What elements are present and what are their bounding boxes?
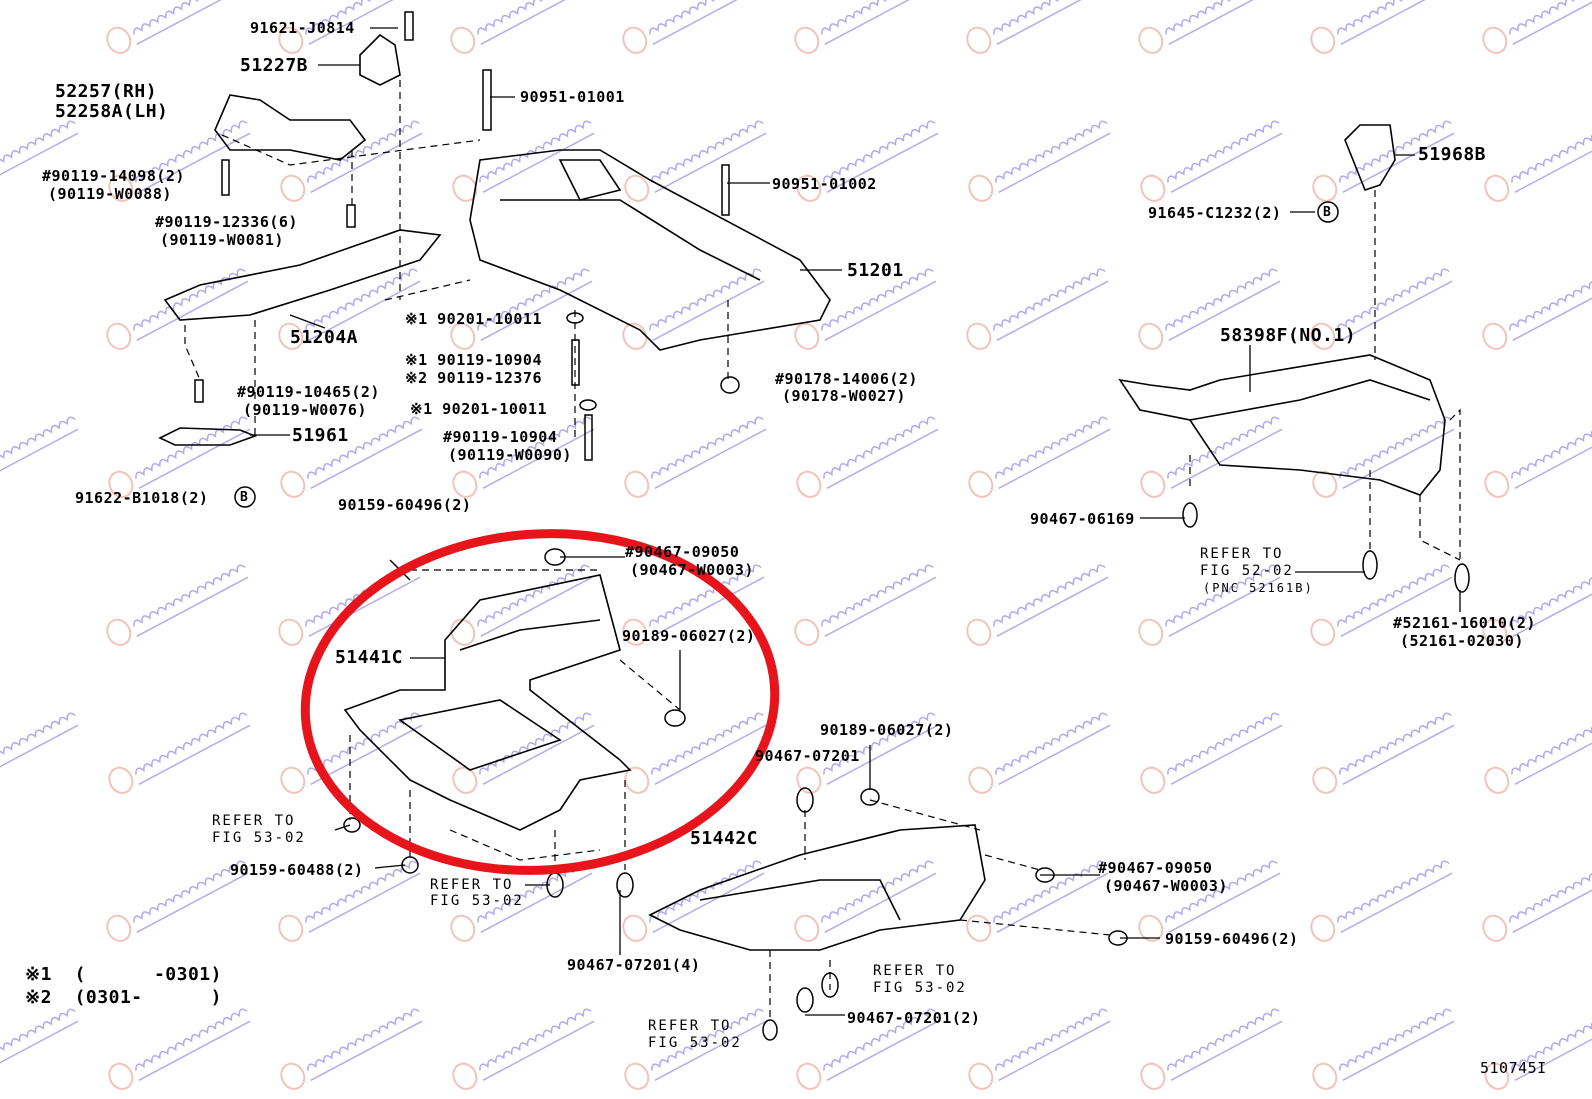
part-label: (90119-W0076) (243, 401, 367, 419)
leader-solid (250, 27, 1461, 1016)
part-label: #90119-10465(2) (237, 383, 380, 401)
part-label: #90467-09050 (1098, 859, 1213, 877)
refer-label: FIG 53-02 (873, 980, 967, 996)
refer-label: REFER TO (1200, 546, 1284, 562)
part-label: 91621-J0814 (250, 19, 355, 37)
part-label: 51442C (690, 828, 759, 849)
part-label: 51961 (292, 425, 349, 446)
part-label: 90189-06027(2) (622, 627, 756, 645)
part-label: 90951-01002 (772, 175, 877, 193)
part-label: 90159-60496(2) (1165, 930, 1299, 948)
ref-marker-b: B (1323, 205, 1332, 220)
crossmember-51201 (469, 149, 831, 351)
refer-label: REFER TO (648, 1018, 732, 1034)
part-label: 90467-07201 (755, 747, 860, 765)
cover-58398F (1118, 354, 1446, 496)
part-label: (90119-W0081) (160, 231, 284, 249)
part-label: #90178-14006(2) (775, 370, 918, 388)
part-label: (90119-W0088) (48, 185, 172, 203)
part-label: (90178-W0027) (782, 387, 906, 405)
legend-note-2: ※2 (0301- ) (25, 987, 222, 1008)
part-label: ※2 90119-12376 (405, 369, 542, 387)
refer-label: REFER TO (212, 813, 296, 829)
part-label: 58398F(NO.1) (1220, 325, 1357, 346)
part-label: (90119-W0090) (448, 446, 572, 464)
legend-note-1: ※1 ( -0301) (25, 964, 222, 985)
part-label: 91622-B1018(2) (75, 489, 209, 507)
part-label: 90159-60496(2) (338, 496, 472, 514)
part-label: #90119-12336(6) (155, 213, 298, 231)
part-label: #90119-14098(2) (42, 167, 185, 185)
ref-marker-b: B (240, 490, 249, 505)
part-label: #90467-09050 (625, 543, 740, 561)
part-label: 90951-01001 (520, 88, 625, 106)
refer-label: (PNC 52161B) (1203, 581, 1314, 595)
refer-label: FIG 53-02 (212, 830, 306, 846)
part-label: #52161-16010(2) (1393, 614, 1536, 632)
member-51204A (163, 229, 442, 321)
part-label: (90467-W0003) (1104, 877, 1228, 895)
figure-number: 510745I (1480, 1059, 1547, 1077)
part-label: ※1 90201-10011 (410, 400, 547, 418)
fasteners (194, 11, 1470, 1041)
refer-label: REFER TO (430, 877, 514, 893)
part-label: (52161-02030) (1400, 632, 1524, 650)
part-label: (90467-W0003) (630, 561, 754, 579)
part-label: 51441C (335, 647, 404, 668)
bracket-51968B (1344, 124, 1396, 191)
part-label: 90467-06169 (1030, 510, 1135, 528)
part-label: 90467-07201(4) (567, 956, 701, 974)
refer-label: FIG 53-02 (430, 893, 524, 909)
part-label: 51227B (240, 55, 309, 76)
leader-lines (184, 80, 1461, 1020)
part-label: 51204A (290, 327, 359, 348)
refer-label: REFER TO (873, 963, 957, 979)
part-label: 52258A(LH) (55, 101, 169, 122)
highlight-circle (300, 529, 780, 875)
part-label: 90467-07201(2) (847, 1009, 981, 1027)
refer-label: FIG 53-02 (648, 1035, 742, 1051)
part-label: 90189-06027(2) (820, 721, 954, 739)
part-label: ※1 90119-10904 (405, 351, 542, 369)
part-label: #90119-10904 (443, 428, 558, 446)
part-label: 91645-C1232(2) (1148, 204, 1282, 222)
bracket-51961 (158, 427, 258, 446)
part-label: 52257(RH) (55, 81, 158, 102)
part-label: 51201 (847, 260, 904, 281)
part-label: ※1 90201-10011 (405, 310, 542, 328)
part-label: 51968B (1418, 144, 1487, 165)
refer-label: FIG 52-02 (1200, 563, 1294, 579)
cover-51442C (648, 824, 986, 951)
cover-51441C (343, 574, 632, 831)
part-label: 90159-60488(2) (230, 861, 364, 879)
bracket-52257 (214, 33, 401, 161)
